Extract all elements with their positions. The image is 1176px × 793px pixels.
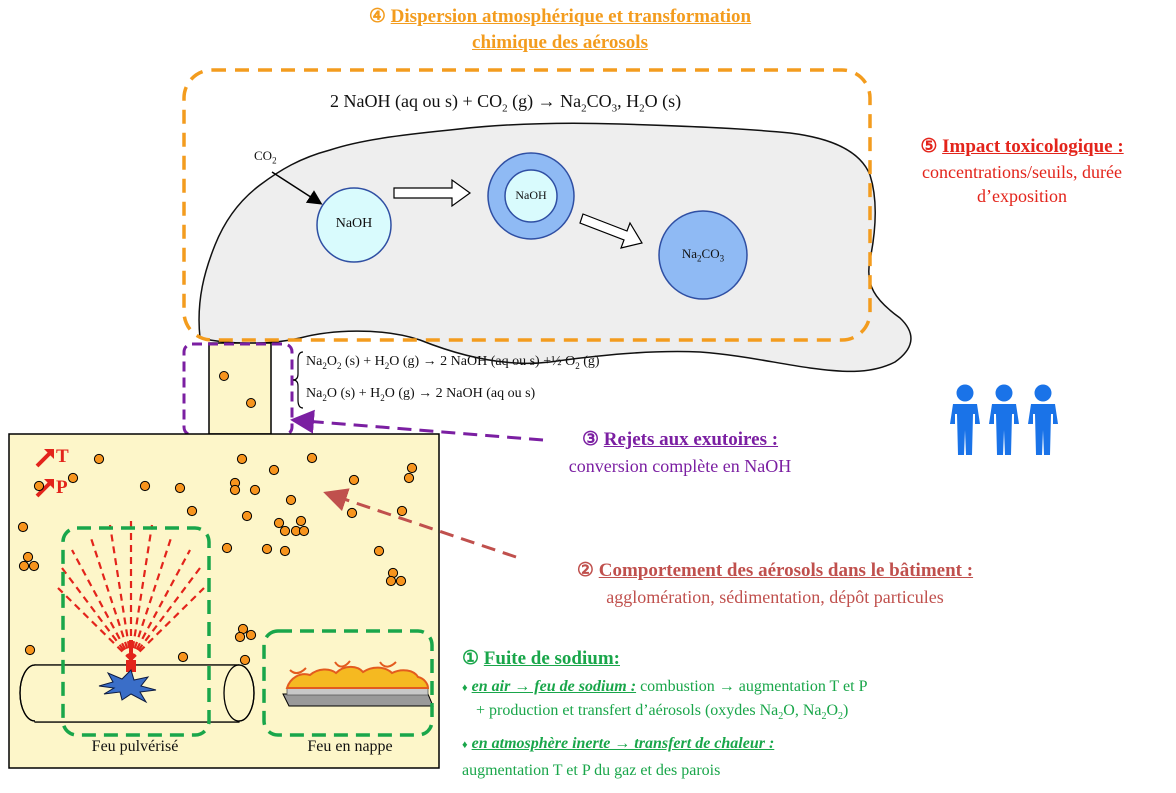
step4-number: ④: [368, 6, 386, 27]
step4-title-line1: Dispersion atmosphérique et transformati…: [390, 6, 752, 27]
aerosol-particle: [295, 515, 307, 527]
aerosol-particle: [186, 505, 198, 517]
step2-block: ② Comportement des aérosols dans le bâti…: [486, 558, 1064, 610]
step3-text: conversion complète en NaOH: [568, 456, 792, 476]
step1-title: Fuite de sodium:: [483, 648, 620, 669]
aerosol-particle: [373, 545, 385, 557]
reaction-brace: [292, 351, 304, 409]
aerosol-particle: [403, 472, 415, 484]
aerosol-particle: [174, 482, 186, 494]
aerosol-behavior-arrow: [323, 488, 517, 559]
step4-title-line2: chimique des aérosols: [472, 32, 648, 53]
aerosol-particle: [28, 560, 40, 572]
step1-bullet2-emphasis: en atmosphère inerte → transfert de chal…: [471, 735, 775, 753]
aerosol-particle: [177, 651, 189, 663]
step1-bullet1-text: combustion → augmentation T et P: [636, 678, 868, 695]
pool-fire-zone-box: [262, 629, 434, 737]
naoh-core-label: NaOH: [515, 188, 547, 202]
people-icon: [950, 384, 1058, 455]
aerosol-particle: [93, 453, 105, 465]
co2-label: CO2: [254, 148, 277, 166]
aerosol-particle: [234, 631, 246, 643]
pressure-label: P: [56, 477, 68, 498]
aerosol-particle: [285, 494, 297, 506]
step4-reaction: 2 NaOH (aq ou s) + CO2 (g) → Na2CO3, H2O…: [330, 91, 682, 115]
pool-fire-label: Feu en nappe: [307, 738, 393, 755]
sodium-spray-jet: [57, 520, 205, 661]
aerosol-particle: [396, 505, 408, 517]
step3-block: ③ Rejets aux exutoires : conversion comp…: [500, 427, 860, 479]
spray-fire-zone-box: [61, 526, 211, 737]
aerosol-particle: [139, 480, 151, 492]
aerosol-particle: [261, 543, 273, 555]
aerosol-particle: [33, 480, 45, 492]
aerosol-particle: [249, 484, 261, 496]
step2-text: agglomération, sédimentation, dépôt part…: [606, 587, 944, 607]
aerosol-particle: [245, 629, 257, 641]
aerosol-particle: [229, 484, 241, 496]
step1-bullet2-text: augmentation T et P du gaz et des parois: [462, 762, 721, 780]
aerosol-particle: [273, 517, 285, 529]
aerosol-particle: [385, 575, 397, 587]
chimney-particle: [219, 371, 229, 381]
aerosol-particle: [24, 644, 36, 656]
aerosol-particles: [17, 452, 418, 666]
step3-number: ③: [581, 429, 599, 450]
aerosol-particle: [406, 462, 418, 474]
naoh-droplet: [316, 187, 392, 263]
step5-number: ⑤: [920, 136, 938, 157]
temperature-label: T: [56, 446, 69, 467]
aerosol-particle: [22, 551, 34, 563]
aerosol-particle: [306, 452, 318, 464]
step1-number: ①: [462, 648, 480, 669]
chimney-particle: [246, 398, 256, 408]
step2-title: Comportement des aérosols dans le bâtime…: [598, 560, 974, 581]
aerosol-particle: [348, 474, 360, 486]
pressure-increase-icon: [35, 479, 54, 498]
aerosol-particle: [239, 654, 251, 666]
step4-title: ④ Dispersion atmosphérique et transforma…: [260, 4, 860, 56]
chimney-reaction-2: Na2O (s) + H2O (g) → 2 NaOH (aq ou s): [306, 386, 536, 403]
aerosol-particle: [279, 525, 291, 537]
spray-fire-label: Feu pulvérisé: [91, 738, 179, 755]
aerosol-particle: [18, 560, 30, 572]
step2-number: ②: [576, 560, 594, 581]
co2-arrow: [271, 171, 323, 205]
step3-title: Rejets aux exutoires :: [603, 429, 779, 450]
step5-title: Impact toxicologique :: [942, 136, 1124, 157]
aerosol-particle: [346, 507, 358, 519]
leak-burst-icon: [98, 669, 157, 704]
aerosol-particle: [67, 472, 79, 484]
naoh-label: NaOH: [335, 216, 373, 231]
aerosol-particle: [395, 575, 407, 587]
exhaust-arrow: [290, 409, 544, 442]
na2co3-particle: [658, 210, 748, 300]
carbonating-droplet-core: [504, 169, 558, 223]
aerosol-particle: [279, 545, 291, 557]
chimney: [208, 342, 272, 435]
chimney-reaction-1: Na2O2 (s) + H2O (g) → 2 NaOH (aq ou s) +…: [306, 354, 600, 371]
step1-block: ① Fuite de sodium: ♦ en air → feu de sod…: [462, 647, 1172, 783]
temperature-increase-icon: [35, 449, 54, 468]
aerosol-particle: [298, 525, 310, 537]
aerosol-particle: [221, 542, 233, 554]
na2co3-label: Na2CO3: [681, 246, 725, 264]
transform-arrow-2: [579, 213, 643, 249]
pool-fire: [282, 660, 434, 707]
aerosol-particle: [268, 464, 280, 476]
dispersion-zone-box: [182, 68, 872, 342]
aerosol-particle: [17, 521, 29, 533]
aerosol-particle: [241, 510, 253, 522]
transform-arrow-1: [393, 178, 472, 208]
step5-text-line1: concentrations/seuils, durée: [922, 162, 1122, 182]
step5-block: ⑤ Impact toxicologique : concentrations/…: [872, 134, 1172, 208]
step5-text-line2: d’exposition: [977, 186, 1067, 206]
step1-bullet1-emphasis: en air → feu de sodium :: [471, 678, 637, 695]
step1-bullet1-line2: + production et transfert d’aérosols (ox…: [476, 702, 849, 723]
leak-nozzle: [126, 660, 136, 672]
aerosol-particle: [236, 453, 248, 465]
